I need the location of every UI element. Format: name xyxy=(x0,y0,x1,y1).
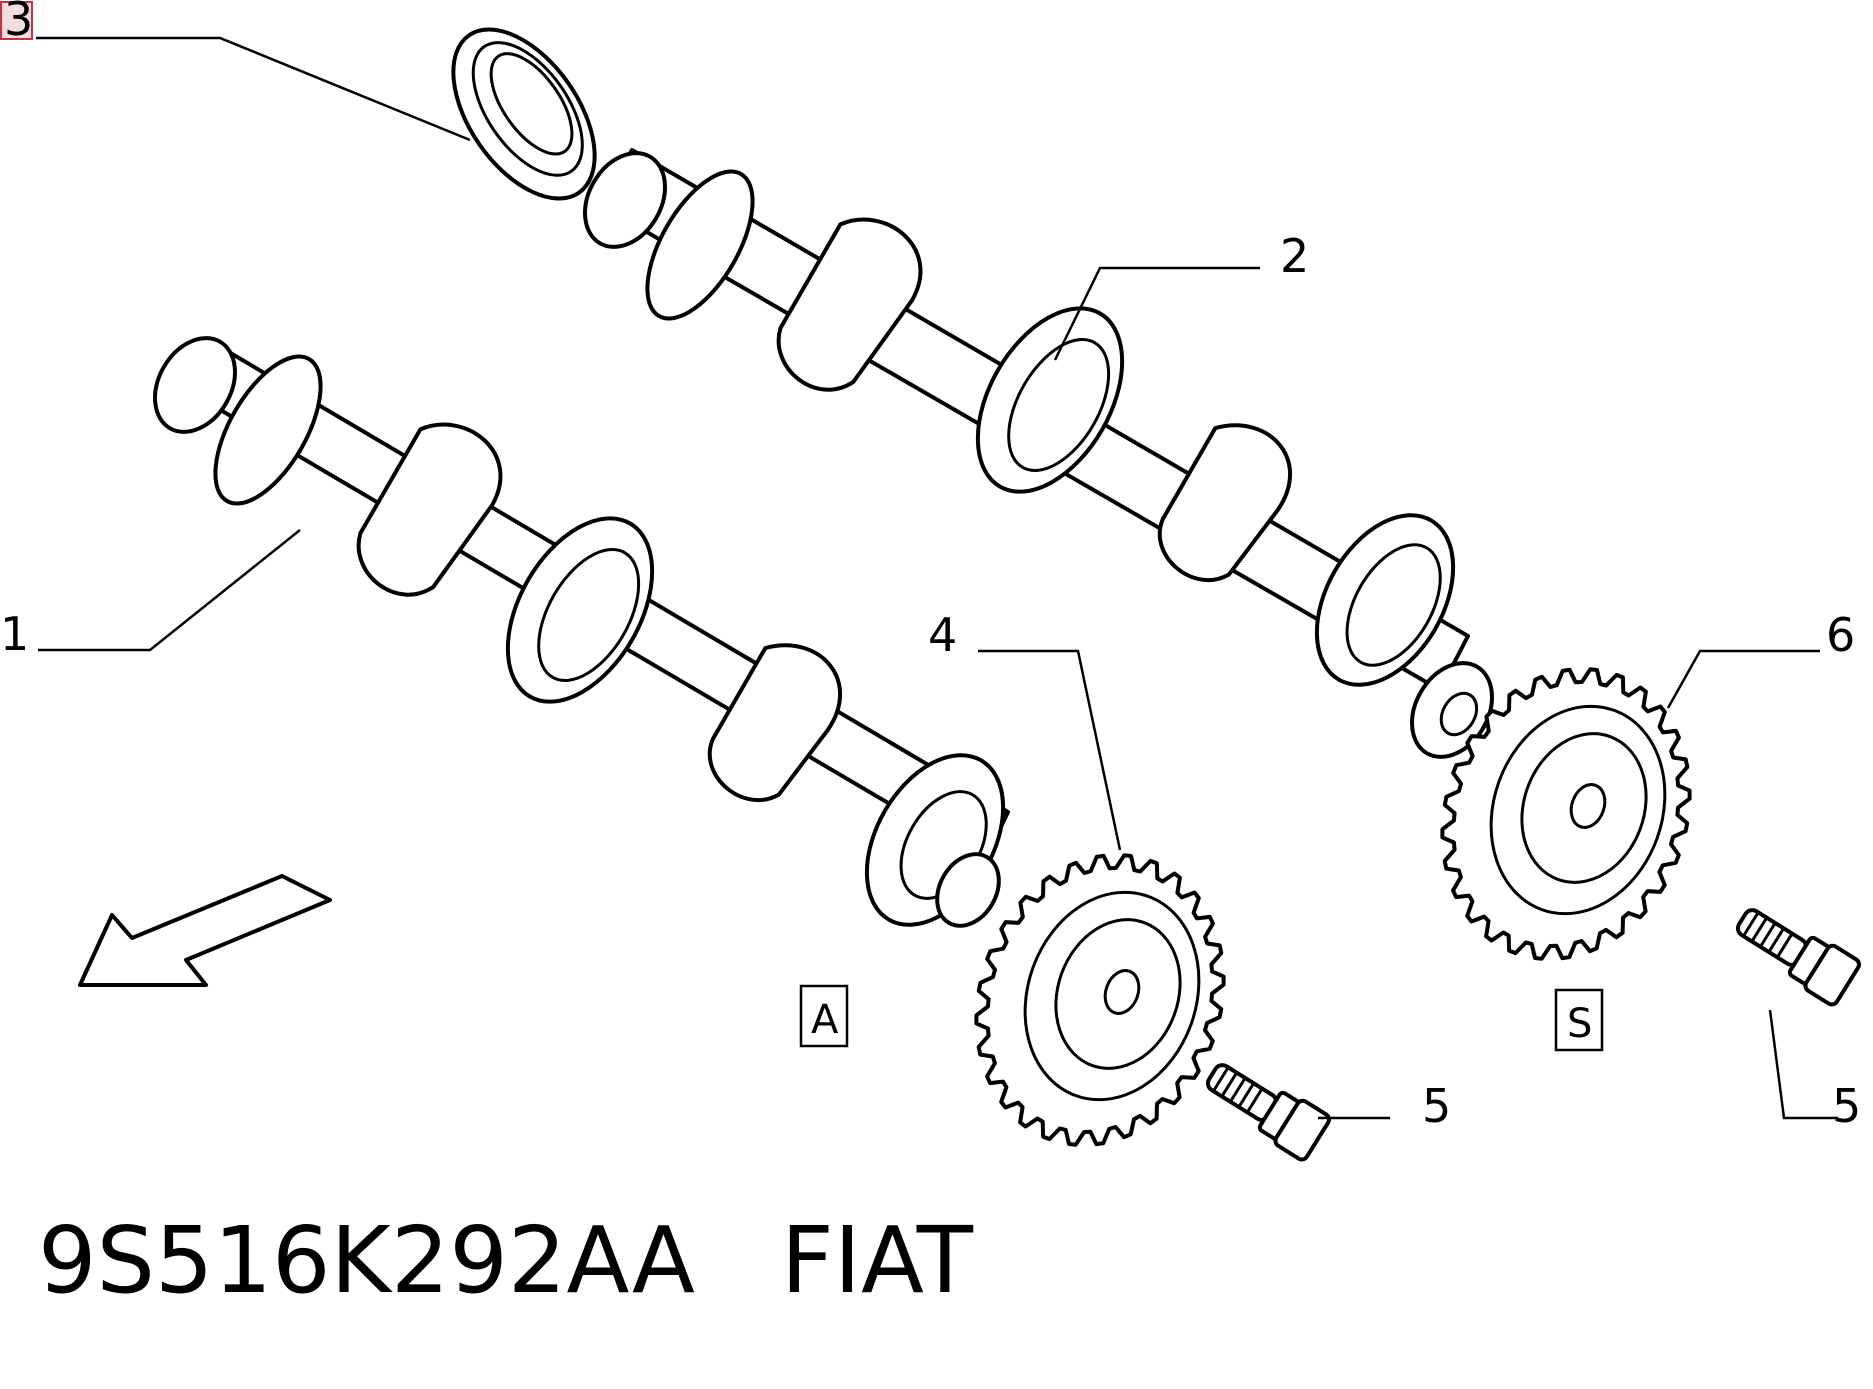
brand-name: FIAT xyxy=(780,1207,973,1314)
callout-5-left[interactable]: 5 xyxy=(1422,1079,1451,1133)
bolt-s xyxy=(1735,908,1862,1007)
camshaft-upper xyxy=(583,148,1494,759)
view-label-s-text: S xyxy=(1567,1001,1592,1047)
part-number: 9S516K292AA xyxy=(38,1207,695,1314)
callout-5-right[interactable]: 5 xyxy=(1832,1079,1861,1133)
camshaft-lower xyxy=(153,336,1010,928)
callout-3-label: 3 xyxy=(4,0,33,46)
callout-3[interactable]: 3 xyxy=(0,0,33,46)
leader-lines xyxy=(36,36,1838,1120)
callout-1[interactable]: 1 xyxy=(0,607,29,661)
view-label-a-text: A xyxy=(811,997,839,1043)
view-label-a: A xyxy=(799,984,849,1048)
callout-4[interactable]: 4 xyxy=(928,608,957,662)
callout-6[interactable]: 6 xyxy=(1826,608,1855,662)
callout-2[interactable]: 2 xyxy=(1280,229,1309,283)
direction-arrow-icon xyxy=(78,874,332,987)
gear-4 xyxy=(974,853,1226,1147)
view-label-s: S xyxy=(1554,988,1604,1052)
oil-seal xyxy=(451,27,597,201)
gear-6 xyxy=(1440,667,1692,961)
bolt-a xyxy=(1205,1063,1332,1162)
